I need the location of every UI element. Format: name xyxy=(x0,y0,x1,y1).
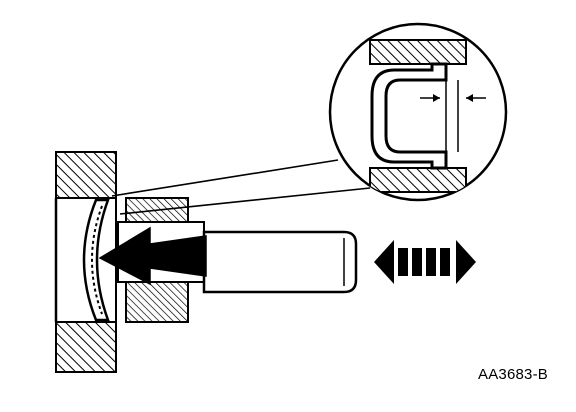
gap-indicator-icon xyxy=(420,94,486,102)
piston-lower-flange xyxy=(125,281,189,323)
part-number-label: AA3683-B xyxy=(478,366,548,383)
detail-magnifier xyxy=(328,22,508,202)
detail-seal-profile xyxy=(370,62,448,170)
detail-lower-wall xyxy=(369,167,467,193)
piston-rod xyxy=(202,230,358,294)
arrow-left-icon xyxy=(98,226,207,286)
detail-upper-wall xyxy=(369,39,467,65)
piston-seal xyxy=(82,198,110,322)
detail-leader-lines xyxy=(111,159,371,215)
double-arrow-icon xyxy=(374,240,476,284)
housing-upper-wall xyxy=(55,151,117,199)
housing-lower-wall xyxy=(55,321,117,373)
seal-curved-body xyxy=(82,198,110,322)
seal-inner-lip xyxy=(91,205,103,315)
